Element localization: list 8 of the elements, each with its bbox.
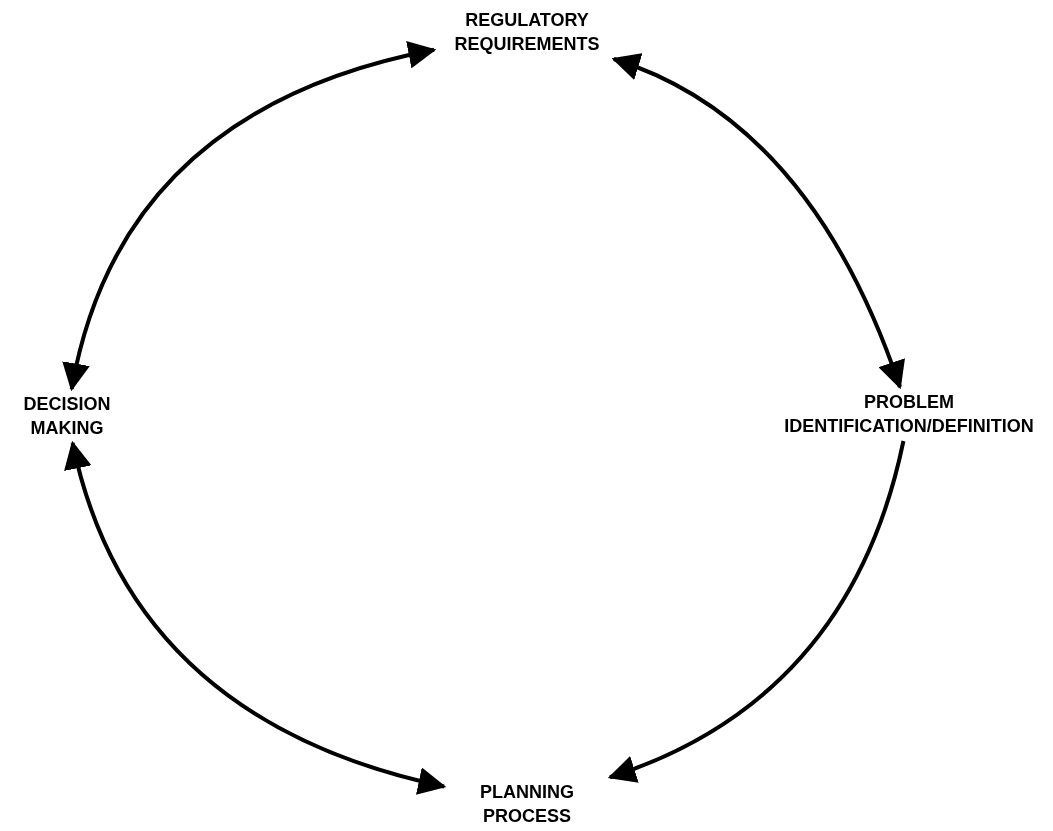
arrow: [607, 440, 906, 782]
arrow: [63, 41, 437, 392]
stage-label: DECISION MAKING: [2, 392, 132, 440]
stage-label: PROBLEM IDENTIFICATION/DEFINITION: [770, 390, 1048, 438]
arrow: [65, 440, 447, 794]
arrow: [611, 54, 905, 390]
stage-label: PLANNING PROCESS: [447, 780, 607, 828]
stage-label: REGULATORY REQUIREMENTS: [437, 8, 617, 56]
